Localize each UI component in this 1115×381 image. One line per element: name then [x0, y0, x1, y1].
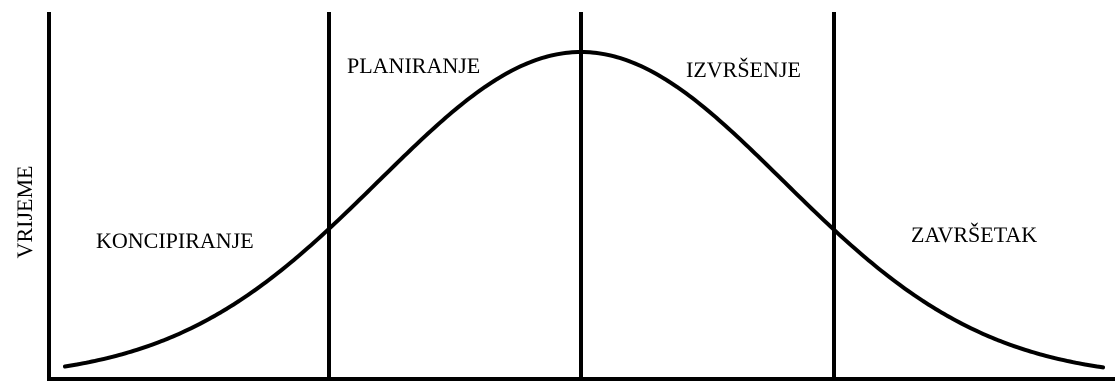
- phase-label-zavrsetak: ZAVRŠETAK: [911, 222, 1037, 247]
- y-axis-label: VRIJEME: [12, 166, 37, 259]
- bell-curve: [63, 50, 1105, 370]
- phase-label-planiranje: PLANIRANJE: [347, 53, 480, 78]
- phase-label-koncipiranje: KONCIPIRANJE: [96, 228, 254, 253]
- phase-label-izvrsenje: IZVRŠENJE: [686, 57, 801, 82]
